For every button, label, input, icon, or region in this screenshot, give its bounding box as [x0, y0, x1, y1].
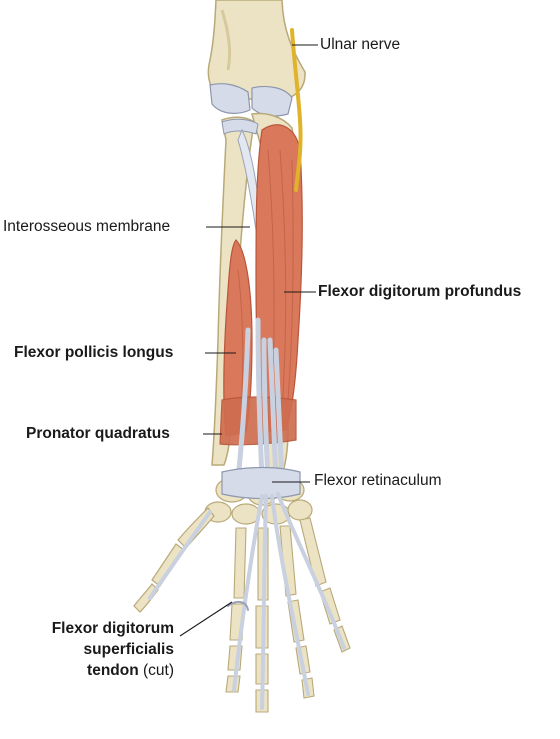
fds-cut-note: (cut) [138, 662, 174, 679]
humerus-bone [207, 0, 306, 117]
flexor-pollicis-longus-label: Flexor pollicis longus [14, 344, 174, 361]
fds-tendon-word: tendon [87, 662, 139, 679]
finger-tendons [227, 492, 346, 710]
flexor-retinaculum-band [221, 466, 301, 500]
leader-lines [179, 44, 318, 637]
forearm-tendons [235, 317, 285, 483]
flexor-digitorum-profundus-muscle [255, 124, 303, 433]
flexor-digitorum-superficialis-label-line2: superficialis [83, 641, 174, 658]
flexor-digitorum-superficialis-label-line3: tendon (cut) [20, 662, 174, 680]
interosseous-membrane-label: Interosseous membrane [3, 218, 171, 235]
ulnar-nerve-label: Ulnar nerve [320, 36, 401, 53]
flexor-digitorum-profundus-label: Flexor digitorum profundus [318, 283, 522, 300]
pronator-quadratus-label: Pronator quadratus [26, 425, 170, 442]
flexor-retinaculum-label: Flexor retinaculum [314, 472, 442, 489]
ulnar-nerve-line [290, 28, 303, 192]
flexor-digitorum-superficialis-label-line1: Flexor digitorum [51, 620, 174, 637]
